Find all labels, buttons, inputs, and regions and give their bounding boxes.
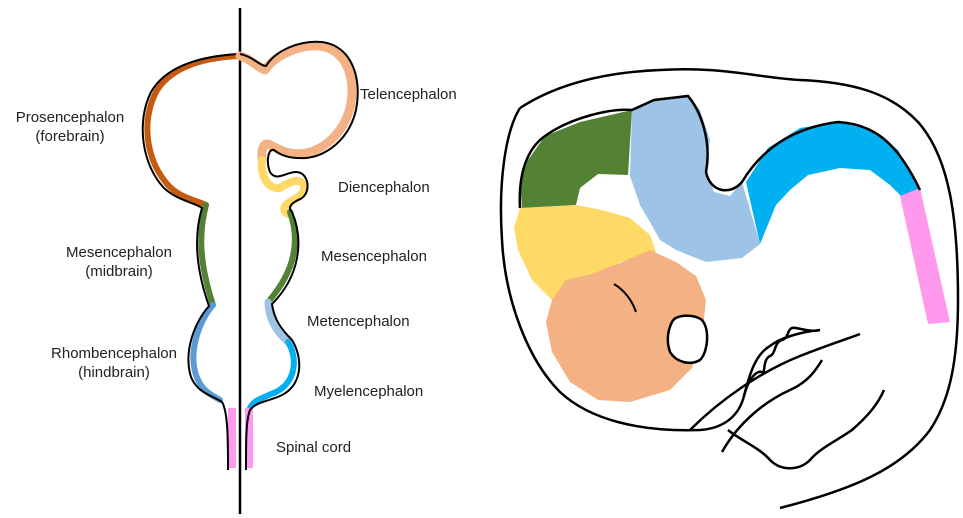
label-metencephalon: Metencephalon [307,312,410,331]
label-forebrain: (forebrain) [6,127,134,146]
label-telencephalon: Telencephalon [360,85,457,104]
mesencephalon-band-right [268,212,295,302]
label-hindbrain: (hindbrain) [38,363,190,382]
label-mesencephalon-name: Mesencephalon [54,243,184,262]
spinal-cord-band-left [228,408,236,468]
label-diencephalon: Diencephalon [338,178,430,197]
label-midbrain: (midbrain) [54,262,184,281]
label-mesencephalon-left: Mesencephalon (midbrain) [54,243,184,281]
embryo-limb-bud [728,390,884,468]
label-mesencephalon-right: Mesencephalon [321,247,427,266]
label-prosencephalon: Prosencephalon (forebrain) [6,108,134,146]
embryo-body-line-2 [722,360,822,452]
label-rhombencephalon: Rhombencephalon (hindbrain) [38,344,190,382]
embryo-region-myelencephalon [746,122,920,244]
label-myelencephalon: Myelencephalon [314,382,423,401]
label-rhombencephalon-name: Rhombencephalon [38,344,190,363]
embryo-eye [668,316,707,363]
embryo-region-spinal-cord [900,188,950,324]
embryo-lateral-view [501,69,958,508]
embryo-region-mesencephalon [520,110,632,208]
label-spinal-cord: Spinal cord [276,438,351,457]
label-prosencephalon-name: Prosencephalon [6,108,134,127]
